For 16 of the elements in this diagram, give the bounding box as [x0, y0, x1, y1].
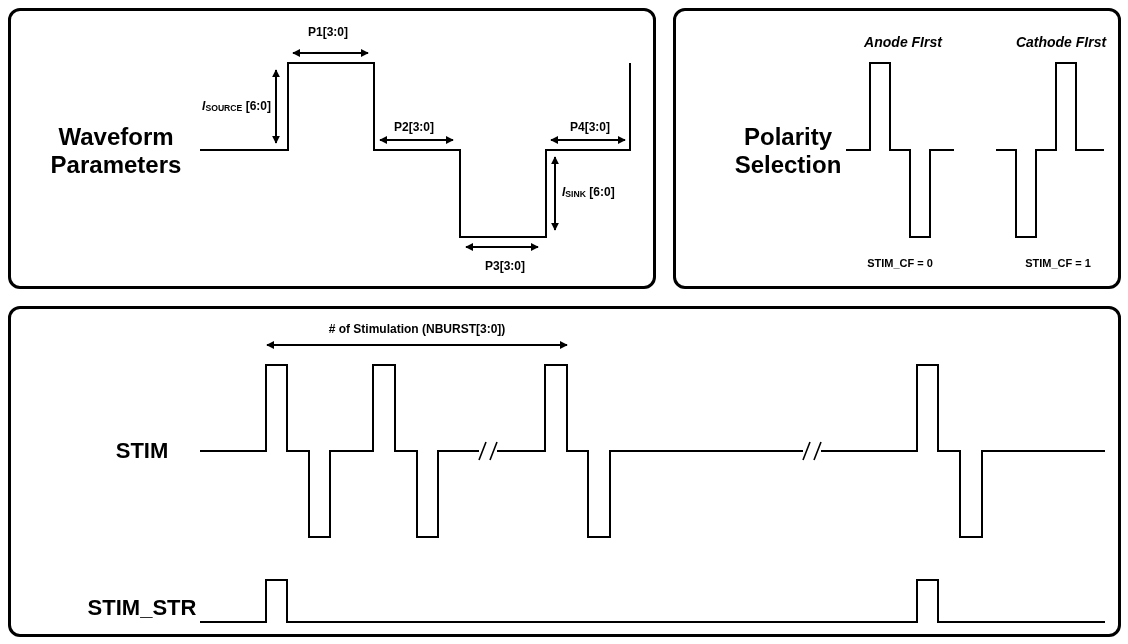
panel-heading: Waveform Parameters	[49, 123, 183, 179]
parameter-label: P1[3:0]	[308, 26, 348, 40]
signal-name: STIM_STR	[87, 595, 197, 621]
polarity-label: Anode FIrst	[864, 35, 942, 51]
dimension-label: # of Stimulation (NBURST[3:0])	[328, 323, 506, 337]
panel	[8, 306, 1121, 637]
parameter-label: P3[3:0]	[485, 260, 525, 274]
panel	[673, 8, 1121, 289]
signal-name: STIM	[115, 438, 169, 464]
setting-label: STIM_CF = 0	[867, 256, 933, 270]
parameter-label: P4[3:0]	[570, 121, 610, 135]
panel-heading: Polarity Selection	[733, 123, 843, 179]
polarity-label: Cathode FIrst	[1015, 35, 1107, 51]
setting-label: STIM_CF = 1	[1025, 256, 1091, 270]
parameter-label: P2[3:0]	[394, 121, 434, 135]
panel	[8, 8, 656, 289]
